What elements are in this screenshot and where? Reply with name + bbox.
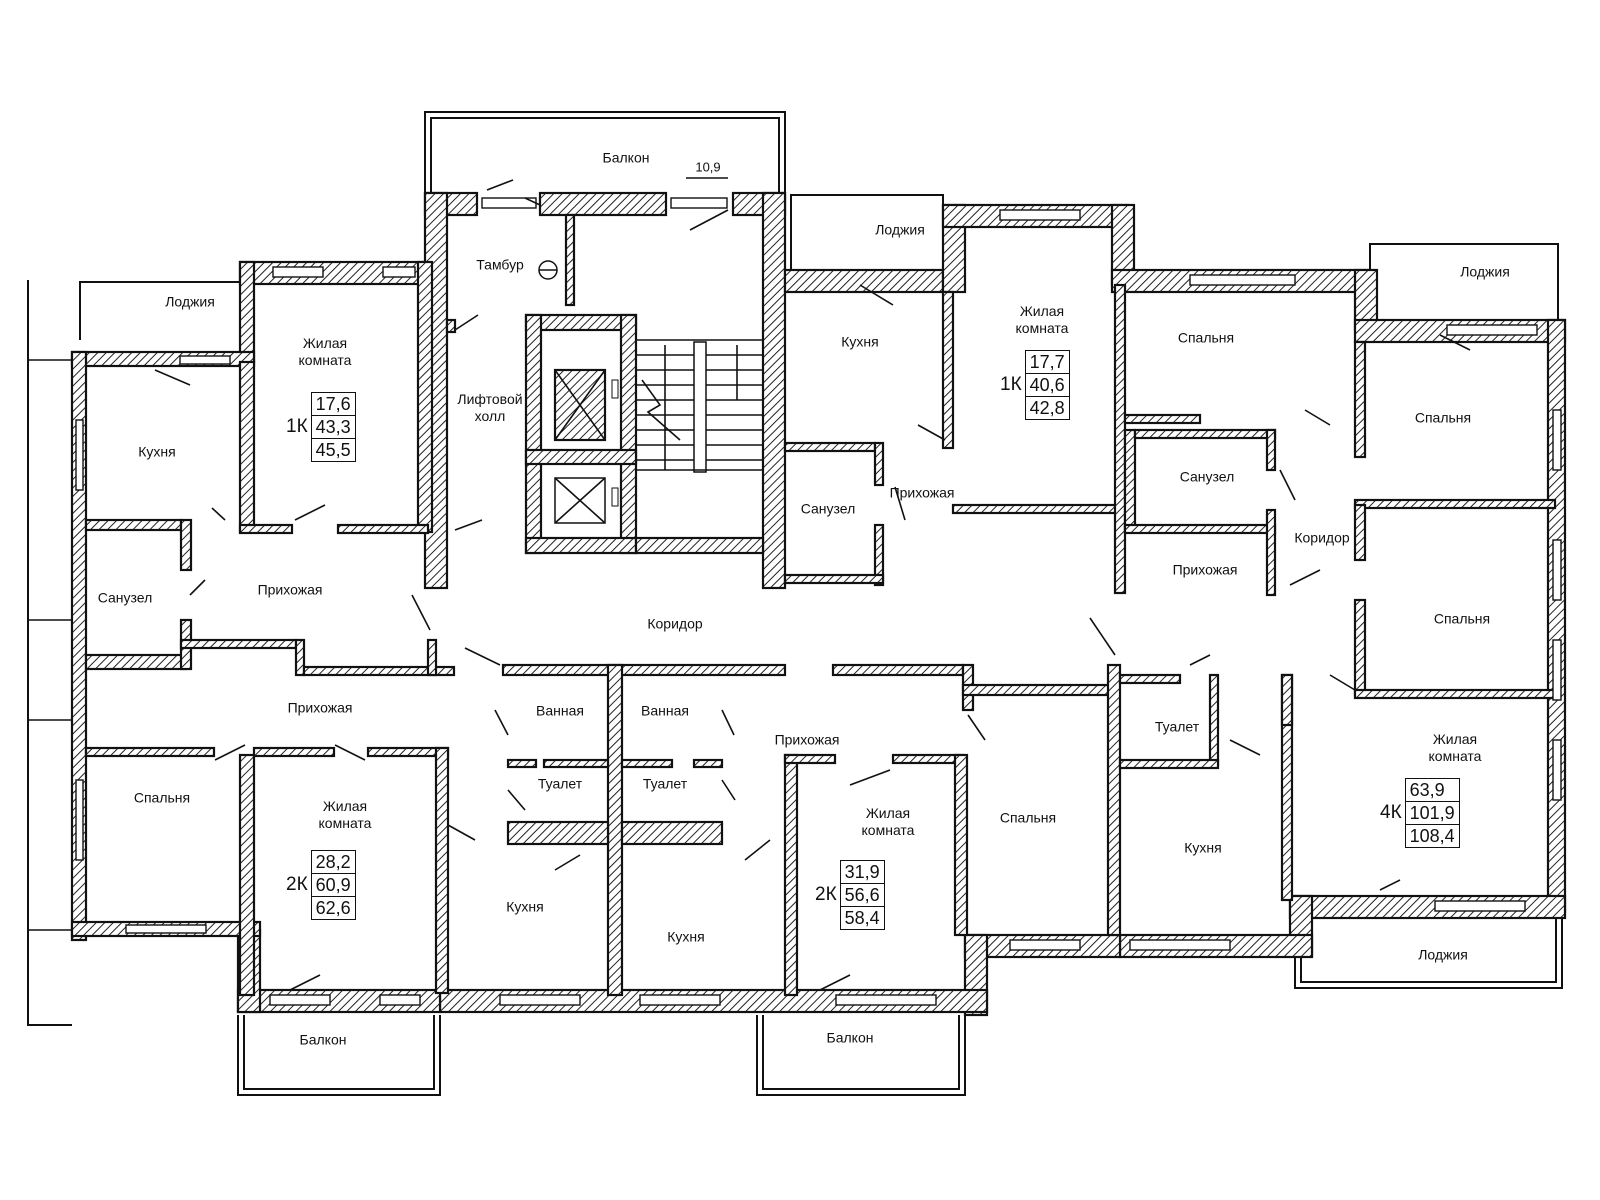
total-area: 43,3 [311, 416, 355, 439]
living-area: 17,6 [311, 393, 355, 416]
room-label: Прихожая [774, 731, 840, 748]
room-label: Лоджия [1418, 946, 1468, 963]
room-label: Туалет [537, 775, 583, 792]
apartment-type: 4К [1380, 802, 1402, 823]
room-label: Жилая комната [861, 805, 915, 838]
apartment-type: 1К [286, 416, 308, 437]
gross-area: 62,6 [315, 898, 351, 918]
room-label: Спальня [1433, 610, 1491, 627]
apartment-type: 2К [815, 884, 837, 905]
total-area: 101,9 [1405, 802, 1459, 825]
room-label: Санузел [1179, 468, 1235, 485]
total-area: 56,6 [840, 884, 884, 907]
staircase [538, 260, 763, 473]
room-label: Лифтовой холл [457, 391, 523, 424]
apartment-area-box: 2К 28,2 60,9 62,6 [286, 850, 356, 920]
room-label: Жилая комната [298, 335, 352, 368]
living-area: 31,9 [840, 861, 884, 884]
room-label: Ванная [536, 702, 584, 719]
room-label: Туалет [1154, 718, 1200, 735]
total-area: 60,9 [311, 874, 355, 897]
balcony-top-area: 10,9 [695, 159, 721, 175]
balcony-top-label: Балкон [602, 149, 650, 166]
room-label: Спальня [1177, 329, 1235, 346]
room-label: Балкон [826, 1029, 874, 1046]
room-label: Спальня [1414, 409, 1472, 426]
gross-area: 58,4 [844, 908, 880, 928]
room-label: Лоджия [875, 221, 925, 238]
room-label: Тамбур [476, 256, 524, 273]
interior-walls [84, 213, 1557, 997]
living-area: 63,9 [1405, 779, 1459, 802]
apartment-area-box: 1К 17,7 40,6 42,8 [1000, 350, 1070, 420]
room-label: Туалет [642, 775, 688, 792]
room-label: Санузел [97, 589, 153, 606]
room-label: Спальня [999, 809, 1057, 826]
room-label: Жилая комната [1015, 303, 1069, 336]
room-label: Ванная [641, 702, 689, 719]
gross-area: 108,4 [1409, 826, 1455, 846]
room-label: Коридор [647, 615, 703, 632]
living-area: 28,2 [311, 851, 355, 874]
apartment-area-box: 2К 31,9 56,6 58,4 [815, 860, 885, 930]
room-label: Балкон [299, 1031, 347, 1048]
apartment-type: 1К [1000, 374, 1022, 395]
apartment-type: 2К [286, 874, 308, 895]
room-label: Кухня [1184, 839, 1222, 856]
door-swings [154, 179, 1471, 991]
room-label: Жилая комната [318, 798, 372, 831]
balconies [27, 111, 1563, 1096]
room-label: Спальня [133, 789, 191, 806]
room-label: Прихожая [889, 484, 955, 501]
room-label: Прихожая [257, 581, 323, 598]
room-label: Лоджия [165, 293, 215, 310]
room-label: Кухня [506, 898, 544, 915]
windows [75, 197, 1562, 1006]
living-area: 17,7 [1025, 351, 1069, 374]
room-label: Жилая комната [1428, 731, 1482, 764]
gross-area: 42,8 [1029, 398, 1065, 418]
room-label: Коридор [1294, 529, 1350, 546]
room-label: Кухня [667, 928, 705, 945]
apartment-area-box: 4К 63,9 101,9 108,4 [1380, 778, 1460, 848]
gross-area: 45,5 [315, 440, 351, 460]
room-label: Прихожая [1172, 561, 1238, 578]
room-label: Прихожая [287, 699, 353, 716]
total-area: 40,6 [1025, 374, 1069, 397]
room-label: Кухня [138, 443, 176, 460]
room-label: Лоджия [1460, 263, 1510, 280]
room-label: Кухня [841, 333, 879, 350]
room-label: Санузел [800, 500, 856, 517]
apartment-area-box: 1К 17,6 43,3 45,5 [286, 392, 356, 462]
